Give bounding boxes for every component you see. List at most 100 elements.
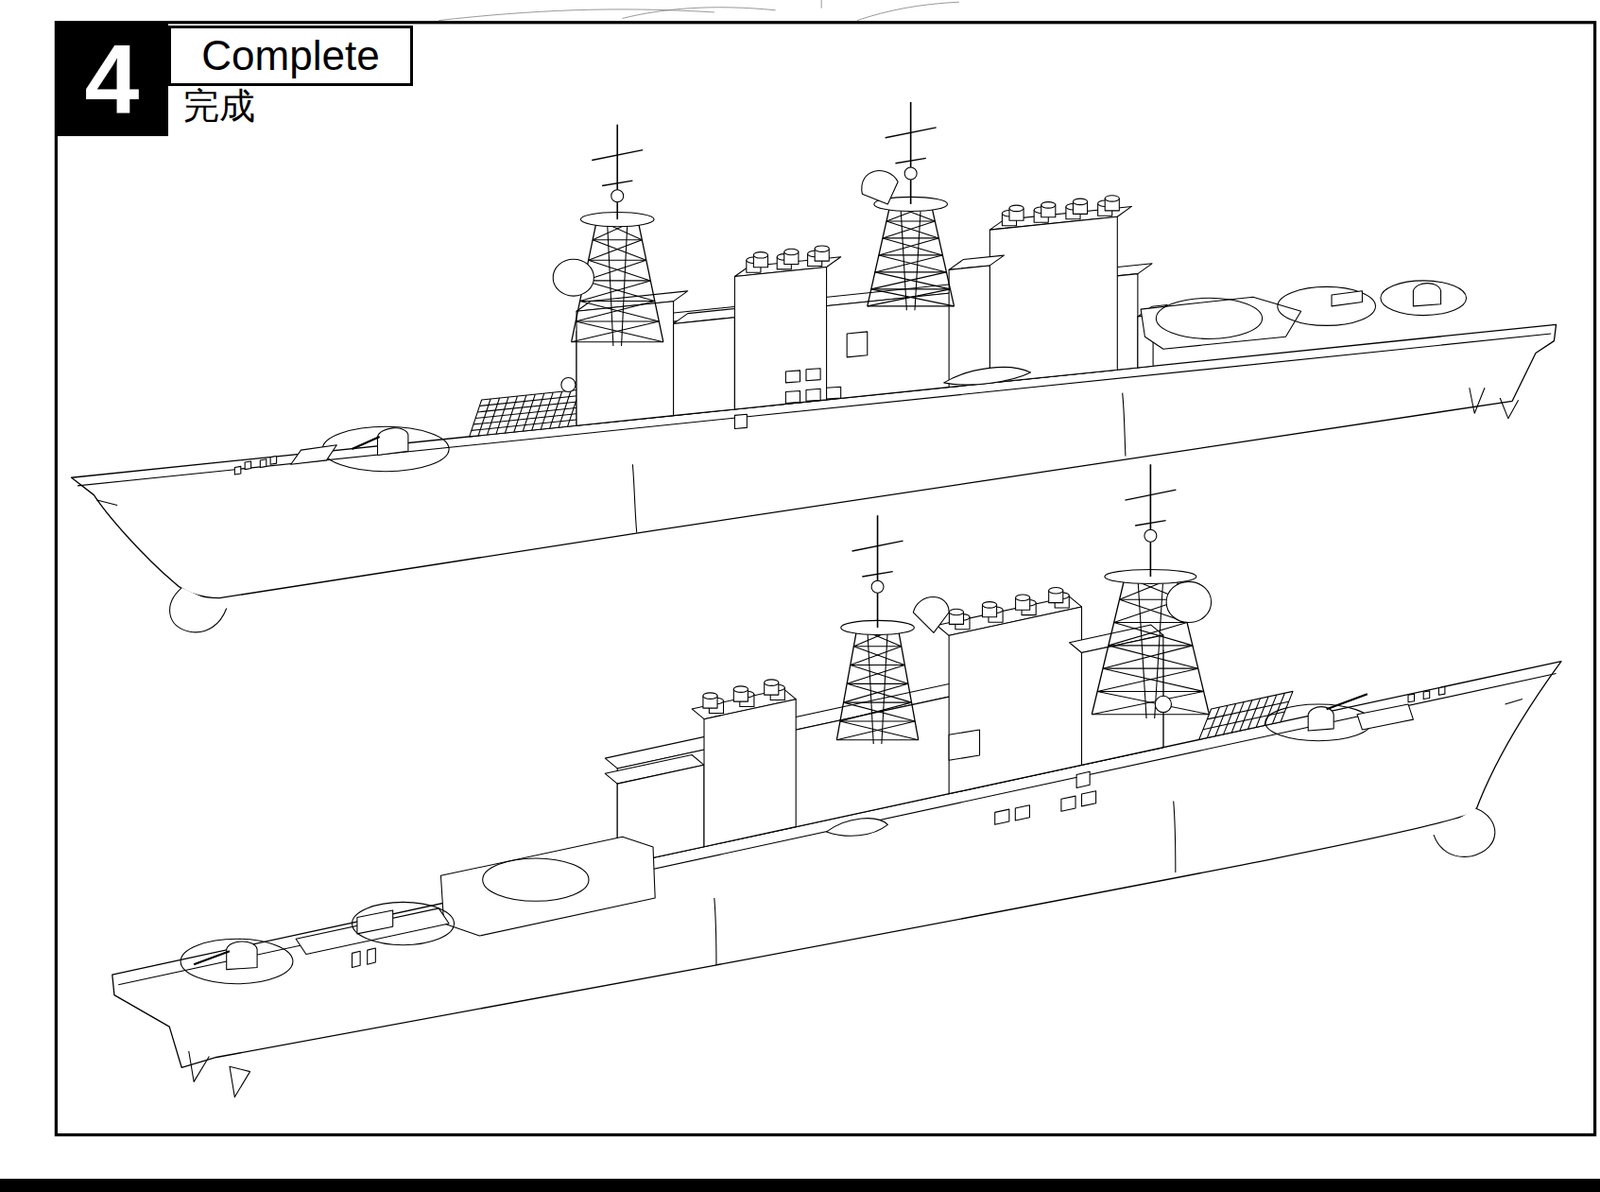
lattice-mast bbox=[886, 221, 939, 239]
lattice-mast bbox=[621, 219, 628, 346]
lattice-mast bbox=[836, 721, 915, 740]
funnel-cap bbox=[784, 248, 799, 255]
funnel bbox=[734, 267, 826, 410]
funnel-cap bbox=[1049, 586, 1064, 593]
bollard bbox=[234, 465, 241, 475]
hatch-door bbox=[995, 808, 1010, 825]
radar-antenna bbox=[912, 597, 949, 634]
lattice-mast bbox=[843, 702, 916, 722]
bulbous-bow bbox=[1433, 808, 1496, 857]
rudder bbox=[1469, 387, 1485, 413]
footer-bar bbox=[0, 1178, 1600, 1192]
vls-grid bbox=[469, 388, 589, 437]
vls-grid bbox=[1199, 690, 1293, 740]
bridge-block bbox=[1082, 635, 1164, 765]
deck-circle bbox=[352, 901, 455, 945]
lattice-mast bbox=[1108, 644, 1193, 646]
vls-grid bbox=[1215, 705, 1228, 736]
previous-step-sketch bbox=[622, 7, 776, 19]
step-number: 4 bbox=[85, 30, 140, 129]
lattice-mast bbox=[850, 646, 902, 666]
anchor bbox=[1505, 699, 1523, 705]
lattice-mast bbox=[850, 664, 906, 666]
lattice-mast bbox=[1097, 690, 1209, 714]
funnel-cap bbox=[814, 245, 829, 252]
deck-hatch bbox=[291, 445, 338, 465]
lattice-mast bbox=[878, 255, 947, 273]
lattice-mast-yard bbox=[885, 127, 937, 138]
lattice-mast bbox=[843, 683, 909, 703]
hatch-door bbox=[785, 370, 800, 383]
lattice-mast bbox=[588, 240, 643, 261]
funnel-cap bbox=[948, 608, 964, 615]
lattice-mast bbox=[843, 702, 912, 704]
lattice-mast bbox=[840, 721, 919, 740]
hatch-door bbox=[785, 390, 800, 403]
vls-grid bbox=[1255, 696, 1269, 727]
funnel-cap bbox=[1041, 202, 1056, 208]
radome bbox=[1166, 581, 1212, 622]
flight-deck bbox=[1140, 296, 1302, 349]
lattice-mast-pole bbox=[877, 515, 879, 628]
funnel-cap bbox=[753, 252, 768, 259]
lattice-mast bbox=[1114, 622, 1193, 646]
lattice-mast bbox=[867, 289, 951, 307]
vls-grid bbox=[1231, 702, 1244, 733]
lattice-mast bbox=[575, 321, 664, 343]
previous-step-sketch bbox=[438, 9, 715, 21]
funnel bbox=[948, 606, 1082, 794]
anchor bbox=[97, 499, 119, 505]
gun-mount-ring bbox=[1265, 704, 1372, 741]
bollard bbox=[259, 459, 266, 468]
bollard bbox=[270, 456, 276, 465]
lattice-mast bbox=[836, 739, 918, 740]
lattice-mast-yard bbox=[852, 540, 904, 551]
lattice-mast bbox=[840, 720, 915, 722]
hull-panel-line bbox=[1173, 801, 1176, 874]
funnel-cap bbox=[1072, 198, 1087, 205]
lattice-mast bbox=[882, 238, 943, 256]
lattice-mast bbox=[588, 259, 652, 281]
lattice-mast bbox=[1091, 690, 1204, 714]
bollard bbox=[1423, 690, 1429, 700]
hatch-door bbox=[1082, 791, 1097, 807]
lattice-mast bbox=[875, 271, 947, 273]
lattice-mast bbox=[1114, 621, 1188, 623]
lattice-mast bbox=[882, 237, 939, 239]
previous-step-sketch bbox=[821, 0, 823, 9]
bollard bbox=[352, 950, 362, 967]
lattice-mast-pole bbox=[1150, 464, 1153, 577]
hatch-door bbox=[806, 368, 821, 381]
ship-crest bbox=[734, 413, 747, 429]
sensor-dome bbox=[561, 377, 576, 392]
funnel-cap bbox=[1104, 195, 1119, 202]
gun-barrel bbox=[1326, 693, 1368, 709]
flight-deck bbox=[440, 836, 655, 936]
lattice-mast bbox=[580, 300, 660, 322]
rudder bbox=[189, 1050, 210, 1082]
gun-mount-ring bbox=[322, 426, 449, 472]
gun-turret bbox=[377, 428, 408, 456]
lattice-mast-dome bbox=[871, 580, 884, 593]
lattice-mast-pole bbox=[910, 102, 912, 205]
lattice-mast bbox=[853, 646, 905, 666]
funnel bbox=[704, 699, 796, 847]
missile-launcher bbox=[846, 331, 868, 358]
funnel bbox=[989, 216, 1118, 383]
bollard bbox=[1408, 693, 1414, 703]
previous-step-sketch bbox=[857, 1, 960, 20]
bollard bbox=[367, 947, 377, 964]
lattice-mast-yard bbox=[894, 157, 926, 163]
lattice-mast-dome bbox=[611, 189, 624, 203]
vls-grid bbox=[1247, 698, 1260, 729]
gun-barrel bbox=[193, 950, 230, 964]
step-frame bbox=[55, 22, 1595, 1136]
step-number-box: 4 bbox=[55, 22, 169, 137]
lattice-mast-yard bbox=[1124, 489, 1176, 500]
lattice-mast bbox=[914, 204, 921, 310]
lattice-mast bbox=[871, 288, 951, 290]
lattice-mast-yard bbox=[861, 571, 893, 577]
funnel-cap bbox=[733, 686, 748, 692]
